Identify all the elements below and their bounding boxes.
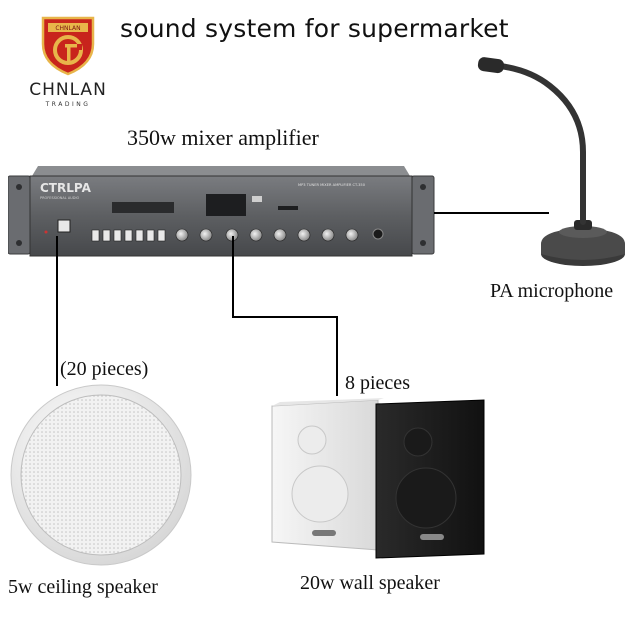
ceiling-speaker: [10, 384, 192, 566]
amp-front-brand: CTRLPA: [40, 181, 92, 195]
wall-speaker-quantity: 8 pieces: [345, 372, 410, 394]
amp-model-text: MP3 TUNER MIXER AMPLIFIER CT-350: [298, 183, 366, 187]
mixer-amplifier: CTRLPA PROFESSIONAL AUDIO MP3 TUNER MIXE…: [8, 166, 435, 257]
ceiling-speaker-quantity: (20 pieces): [60, 358, 149, 380]
logo-shield-text: CHNLAN: [55, 25, 80, 32]
wire-wall-down1: [232, 236, 234, 318]
white-wall-speaker: [271, 398, 384, 551]
page-title: sound system for supermarket: [120, 14, 509, 43]
chnlan-logo: CHNLAN: [41, 16, 95, 76]
black-wall-speaker: [375, 399, 485, 559]
wire-wall-across: [232, 316, 338, 318]
brand-subtitle: TRADING: [45, 101, 91, 108]
wire-microphone: [434, 212, 549, 214]
microphone-label: PA microphone: [490, 280, 614, 302]
amplifier-label: 350w mixer amplifier: [127, 125, 319, 150]
wire-wall-down2: [336, 316, 338, 396]
ceiling-speaker-label: 5w ceiling speaker: [8, 576, 158, 598]
wall-speaker-pair: [271, 398, 485, 559]
wall-speaker-label: 20w wall speaker: [300, 572, 440, 594]
wire-ceiling: [56, 236, 58, 386]
amp-front-subtitle: PROFESSIONAL AUDIO: [40, 196, 80, 200]
pa-microphone: [477, 57, 625, 266]
brand-name: CHNLAN: [29, 80, 107, 100]
